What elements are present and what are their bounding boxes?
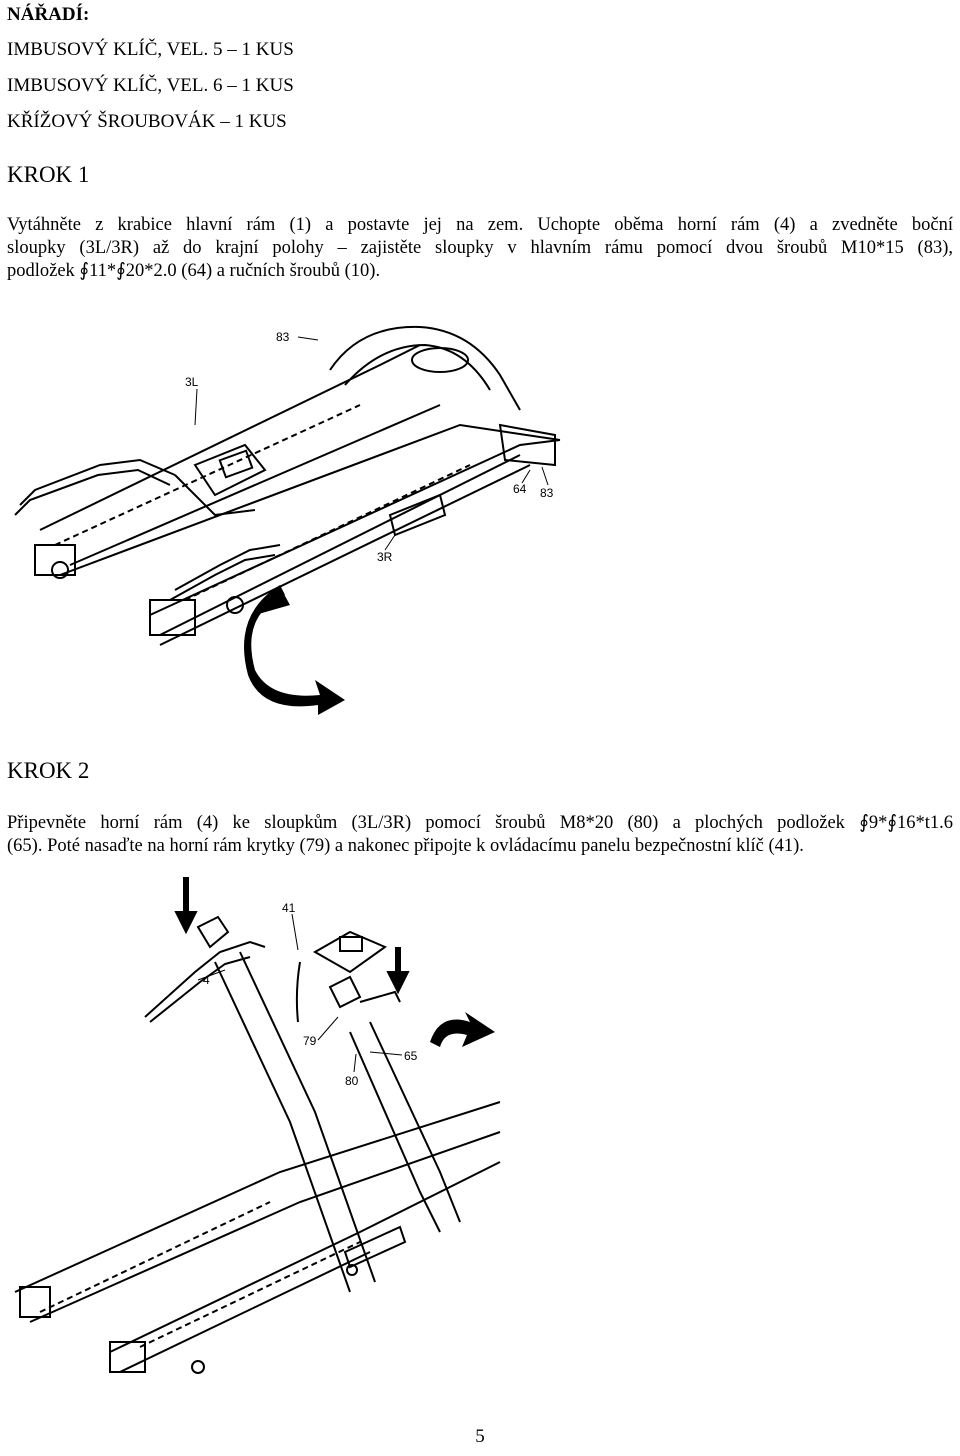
label-3l: 3L xyxy=(185,375,199,389)
step1-text: Vytáhněte z krabice hlavní rám (1) a pos… xyxy=(7,214,953,283)
step1-heading: KROK 1 xyxy=(7,162,90,187)
step2-line-2: (65). Poté nasaďte na horní rám krytky (… xyxy=(7,836,804,856)
label-80: 80 xyxy=(345,1074,359,1088)
page-number: 5 xyxy=(475,1426,485,1447)
label-83-right: 83 xyxy=(540,486,554,500)
label-83-top: 83 xyxy=(276,330,290,344)
step2-figure: 41 4 79 65 80 xyxy=(14,877,501,1374)
label-4: 4 xyxy=(203,973,210,987)
step1-line-1: Vytáhněte z krabice hlavní rám (1) a pos… xyxy=(7,215,953,235)
tool-item-3: KŘÍŽOVÝ ŠROUBOVÁK – 1 KUS xyxy=(7,111,287,132)
step1-line-2: sloupky (3L/3R) až do krajní polohy – za… xyxy=(7,238,953,258)
step2-heading: KROK 2 xyxy=(7,758,90,783)
tool-item-1: IMBUSOVÝ KLÍČ, VEL. 5 – 1 KUS xyxy=(7,39,294,60)
tools-title: NÁŘADÍ: xyxy=(7,4,90,25)
label-65: 65 xyxy=(404,1049,418,1063)
label-79: 79 xyxy=(303,1034,317,1048)
step1-figure: 83 3L 64 83 3R xyxy=(14,325,561,715)
step2-text: Připevněte horní rám (4) ke sloupkům (3L… xyxy=(7,812,953,858)
label-64: 64 xyxy=(513,482,527,496)
label-41: 41 xyxy=(282,901,296,915)
step1-line-3: podložek ∮11*∮20*2.0 (64) a ručních šrou… xyxy=(7,261,381,281)
tool-item-2: IMBUSOVÝ KLÍČ, VEL. 6 – 1 KUS xyxy=(7,75,294,96)
step2-line-1: Připevněte horní rám (4) ke sloupkům (3L… xyxy=(7,813,953,833)
label-3r: 3R xyxy=(377,550,393,564)
